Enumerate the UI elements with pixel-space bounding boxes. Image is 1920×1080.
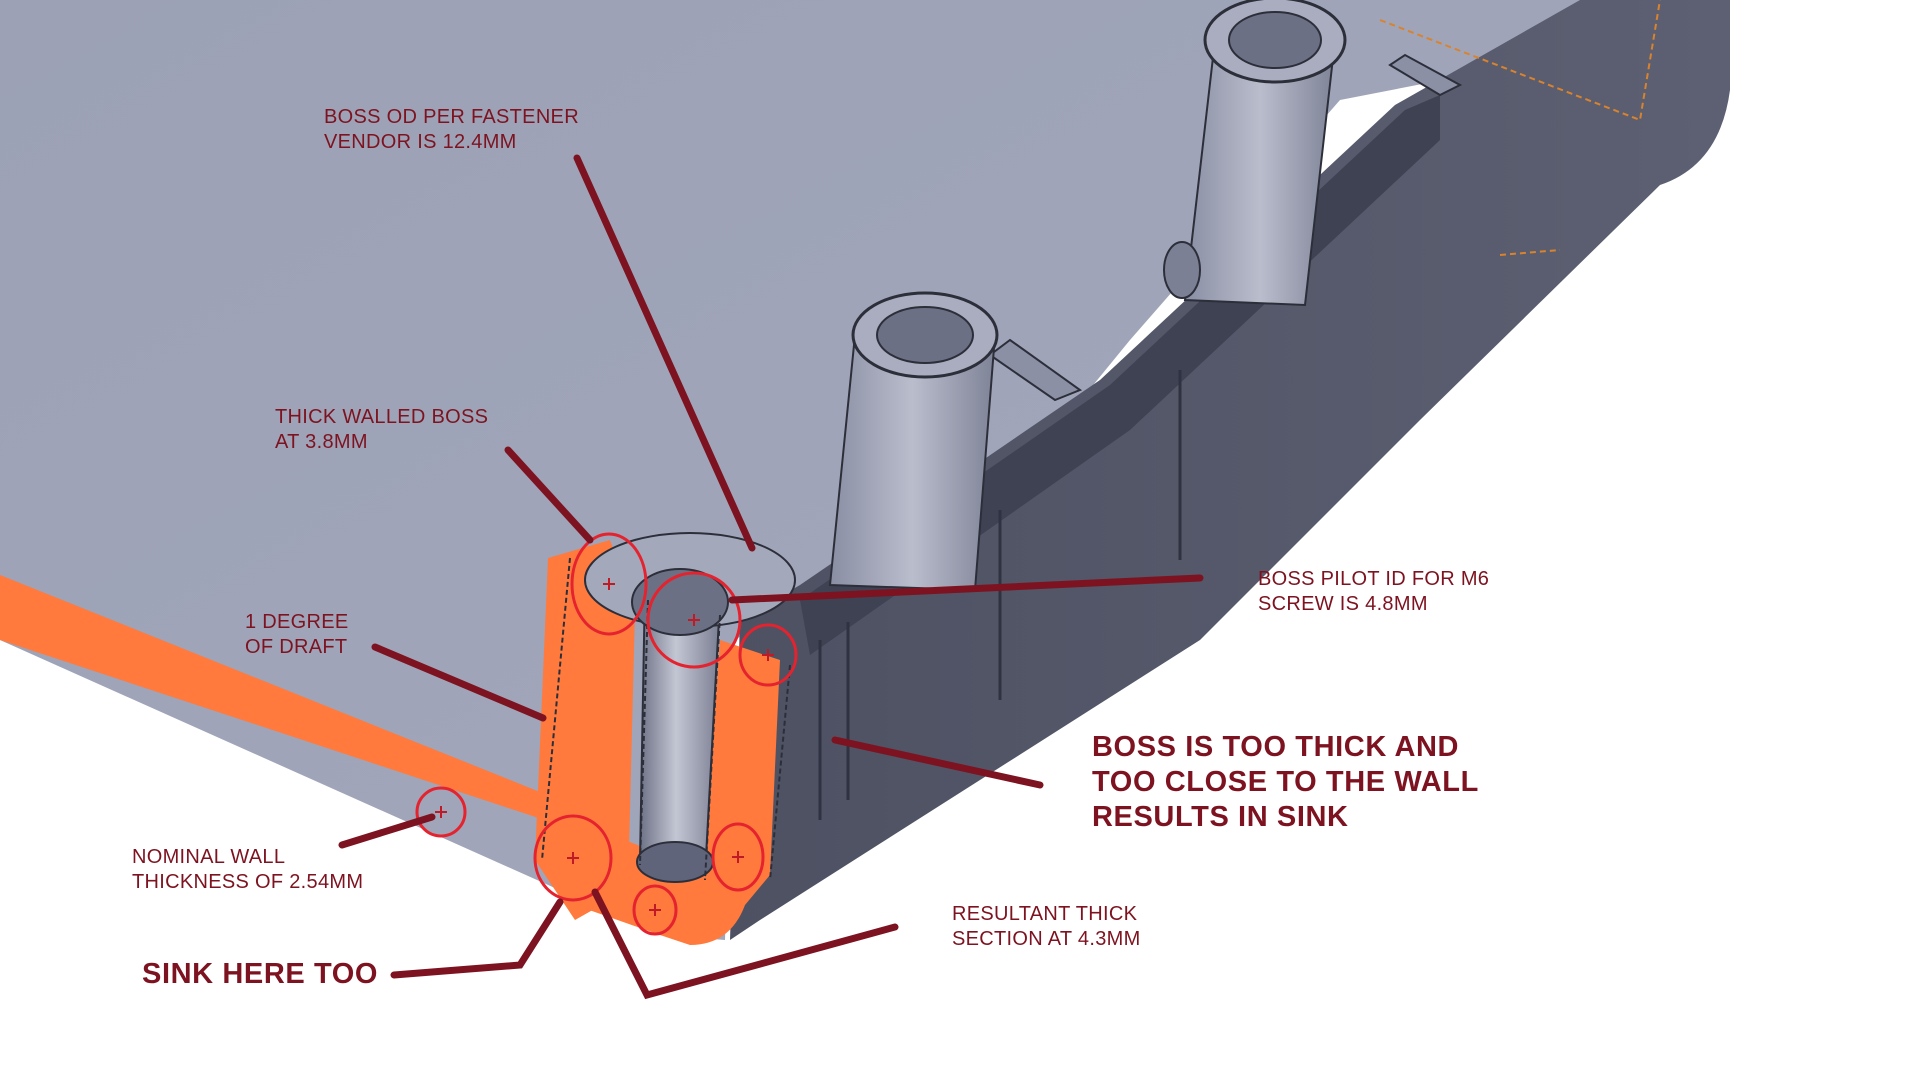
circle-center-marks: [435, 578, 774, 916]
wall-rib-lines: [818, 370, 1182, 820]
leader-pilot-id: [728, 574, 1204, 604]
callout-too-thick-line-1: BOSS IS TOO THICK AND: [1092, 731, 1460, 763]
leader-sink-too: [390, 898, 564, 979]
leader-resultant: [591, 888, 899, 1000]
callout-pilot-id-line-1: BOSS PILOT ID FOR M6: [1258, 568, 1490, 590]
callout-nominal-wall: NOMINAL WALL THICKNESS OF 2.54MM: [132, 845, 363, 895]
section-cut-front: [0, 575, 575, 830]
circle-resultant-bottom: [632, 884, 678, 936]
callout-thick-walled-line-1: THICK WALLED BOSS: [275, 406, 489, 428]
part-side-wall: [730, 0, 1730, 940]
callout-pilot-id: BOSS PILOT ID FOR M6 SCREW IS 4.8MM: [1258, 567, 1489, 617]
circle-boss-wall-top: [570, 532, 648, 636]
callout-thick-walled: THICK WALLED BOSS AT 3.8MM: [275, 405, 488, 455]
leader-draft: [371, 643, 547, 722]
callout-sink-too-line-1: SINK HERE TOO: [142, 958, 379, 990]
leader-thick-walled: [504, 446, 594, 544]
callout-draft: 1 DEGREE OF DRAFT: [245, 610, 349, 660]
callout-resultant-line-1: RESULTANT THICK: [952, 903, 1138, 925]
leader-too-thick: [831, 736, 1044, 789]
circle-resultant-right: [711, 822, 765, 892]
boss-upper: [1163, 0, 1347, 307]
rib-2: [1388, 53, 1463, 97]
circle-sink-corner: [533, 814, 613, 902]
leader-nominal-wall: [338, 813, 436, 849]
callout-boss-od-line-1: BOSS OD PER FASTENER: [324, 106, 579, 128]
callout-too-thick: BOSS IS TOO THICK AND TOO CLOSE TO THE W…: [1092, 730, 1479, 835]
callout-nominal-wall-line-2: THICKNESS OF 2.54MM: [132, 871, 364, 893]
circle-pilot-bore: [646, 571, 742, 669]
boss-front-section: [535, 532, 796, 945]
leader-boss-od: [573, 154, 756, 552]
leader-lines: [338, 154, 1204, 1000]
callout-boss-od-line-2: VENDOR IS 12.4MM: [324, 131, 517, 153]
callout-draft-line-2: OF DRAFT: [245, 636, 348, 658]
circle-nominal-wall: [415, 786, 467, 838]
callout-thick-walled-line-2: AT 3.8MM: [275, 431, 368, 453]
callout-draft-line-1: 1 DEGREE: [245, 611, 349, 633]
callout-too-thick-line-2: TOO CLOSE TO THE WALL: [1092, 766, 1479, 798]
callout-too-thick-line-3: RESULTS IN SINK: [1092, 801, 1349, 833]
callout-boss-od: BOSS OD PER FASTENER VENDOR IS 12.4MM: [324, 105, 579, 155]
boss-middle: [828, 291, 999, 592]
rib-1: [988, 338, 1083, 402]
callout-sink-too: SINK HERE TOO: [142, 957, 378, 992]
callout-pilot-id-line-2: SCREW IS 4.8MM: [1258, 593, 1428, 615]
callout-nominal-wall-line-1: NOMINAL WALL: [132, 846, 286, 868]
callout-resultant-line-2: SECTION AT 4.3MM: [952, 928, 1141, 950]
thickness-circles: [415, 532, 798, 936]
construction-lines: [1379, 0, 1661, 256]
circle-boss-wall-right: [738, 623, 798, 687]
callout-resultant: RESULTANT THICK SECTION AT 4.3MM: [952, 902, 1141, 952]
